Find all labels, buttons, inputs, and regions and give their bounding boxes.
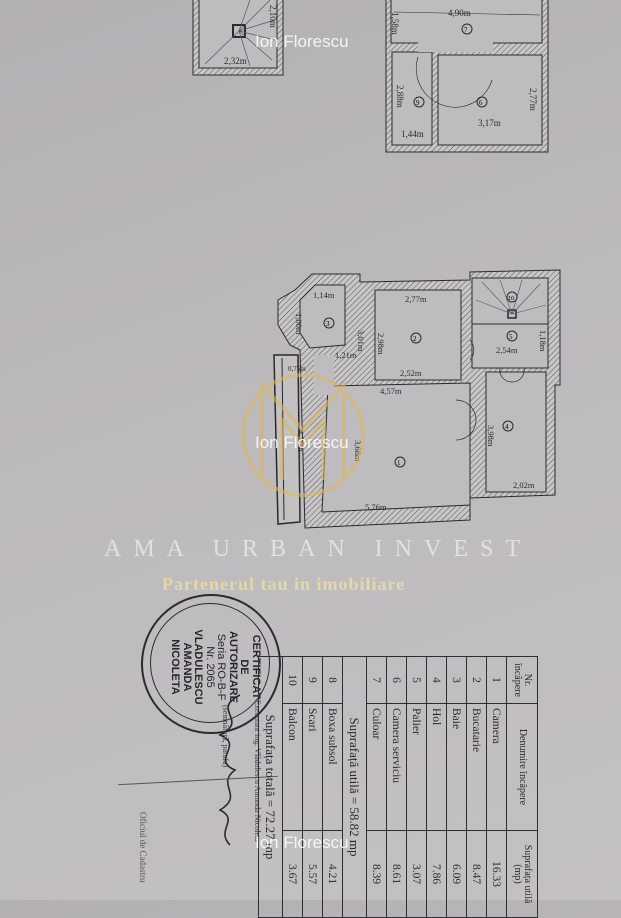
dim-label: 3,98m xyxy=(486,425,496,447)
dim-label: 4,90m xyxy=(448,8,471,18)
cell-nr: 8 xyxy=(322,656,343,704)
cell-nr: 2 xyxy=(466,656,487,704)
cell-area: 8.47 xyxy=(466,830,487,918)
cell-area: 8.39 xyxy=(366,830,387,918)
dim-label: 3,68m xyxy=(353,440,363,462)
dim-label: 3,01m xyxy=(356,330,366,352)
header-nr: Nr. încăpere xyxy=(506,656,538,704)
cell-name: Camera serviciu xyxy=(386,703,407,831)
cell-name: Scari xyxy=(302,703,323,831)
watermark-agent-name: Ion Florescu xyxy=(255,433,349,452)
dim-label: 1,00m xyxy=(294,313,304,335)
dim-label: 2,52m xyxy=(400,368,422,378)
cell-name: Palier xyxy=(406,703,427,831)
cell-name: Culoar xyxy=(366,703,387,831)
upper-left-plan: 2,32m 2,10m xyxy=(192,0,284,76)
watermark-tagline: Partenerul tau in imobiliare xyxy=(162,574,406,594)
header-name: Denumire încăpere xyxy=(506,703,538,831)
signature xyxy=(218,694,241,846)
cell-nr: 1 xyxy=(486,656,507,704)
header-area: Suprafața utilă (mp) xyxy=(506,830,538,918)
dim-label: 4,57m xyxy=(380,386,402,396)
cell-area: 7.86 xyxy=(426,830,447,918)
authorization-stamp: CERTIFICAT DE AUTORIZARE Seria RO-B-F Nr… xyxy=(141,594,281,734)
cell-nr: 7 xyxy=(366,656,387,704)
total-area-row: Suprafața totală = 72.27 mp xyxy=(258,656,283,918)
room-number: 6 xyxy=(479,99,483,107)
dim-label: 3,17m xyxy=(478,118,501,128)
cell-nr: 9 xyxy=(302,656,323,704)
room-number: 10 xyxy=(508,296,514,302)
cell-name: Camera xyxy=(486,703,507,831)
dim-label: 5,76m xyxy=(365,502,387,512)
watermark-brand: AMA URBAN INVEST xyxy=(103,536,532,562)
cell-nr: 3 xyxy=(446,656,467,704)
dim-label: 2,10m xyxy=(268,5,278,28)
cell-area: 6.09 xyxy=(446,830,467,918)
upper-right-plan: 4,90m 1,58m 2,88m 1,44m 3,17m 2,77m 7 9 … xyxy=(385,0,549,153)
table-header-row: Nr. încăpere Denumire încăpere Suprafața… xyxy=(506,656,538,918)
cell-name: Balcon xyxy=(282,703,303,831)
watermark-agent-name: Ion Florescu xyxy=(255,833,349,852)
dim-label: 1,21m xyxy=(335,350,357,360)
room-number: 7 xyxy=(464,26,468,34)
room-number: 4 xyxy=(505,423,509,431)
dim-label: 1,44m xyxy=(401,129,424,139)
cell-nr: 5 xyxy=(406,656,427,704)
dim-label: 2,98m xyxy=(376,333,386,355)
dim-label: 1,18m xyxy=(538,330,548,352)
cell-name: Hol xyxy=(426,703,447,831)
dim-label: 2,88m xyxy=(395,85,405,108)
cell-area: 16.33 xyxy=(486,830,507,918)
room-number: 5 xyxy=(509,333,513,341)
dim-label: 0,75m xyxy=(288,365,306,373)
room-number: 3 xyxy=(326,320,330,328)
room-number: 9 xyxy=(416,99,420,107)
cell-area: 8.61 xyxy=(386,830,407,918)
dim-label: 2,32m xyxy=(224,56,247,66)
room-number: 1 xyxy=(397,459,401,467)
cell-nr: 4 xyxy=(426,656,447,704)
dim-label: 2,77m xyxy=(405,294,427,304)
main-plan: 3 2 10 5 4 1 1,14m 1,00m 3,01m 1,21m 0,7… xyxy=(273,269,561,529)
useful-area-row: Suprafață utilă = 58.82 mp xyxy=(342,656,367,918)
room-number: 2 xyxy=(413,335,417,343)
cell-nr: 6 xyxy=(386,656,407,704)
cell-name: Boxa subsol xyxy=(322,703,343,831)
cell-nr: 10 xyxy=(282,656,303,704)
total-area: Suprafața totală = 72.27 mp xyxy=(258,656,283,918)
cell-name: Bucatarie xyxy=(466,703,487,831)
dim-label: 2,02m xyxy=(513,480,535,490)
agency-logo-watermark xyxy=(241,373,365,497)
dim-label: 2,54m xyxy=(496,345,518,355)
dim-label: 1,58m xyxy=(390,12,400,35)
dim-label: 1,14m xyxy=(313,290,335,300)
cell-area: 3.07 xyxy=(406,830,427,918)
cell-name: Baie xyxy=(446,703,467,831)
stamp-line: NICOLETA xyxy=(169,639,182,695)
cadastre-office-label: Oficiul de Cadastru xyxy=(138,812,148,883)
dim-label: 2,77m xyxy=(528,88,538,111)
stamp-line: AMANDA xyxy=(181,642,193,692)
rooms-table: Nr. încăpere Denumire încăpere Suprafața… xyxy=(258,656,538,918)
watermark-agent-name: Ion Florescu xyxy=(255,32,349,51)
useful-area-total: Suprafață utilă = 58.82 mp xyxy=(342,656,367,918)
